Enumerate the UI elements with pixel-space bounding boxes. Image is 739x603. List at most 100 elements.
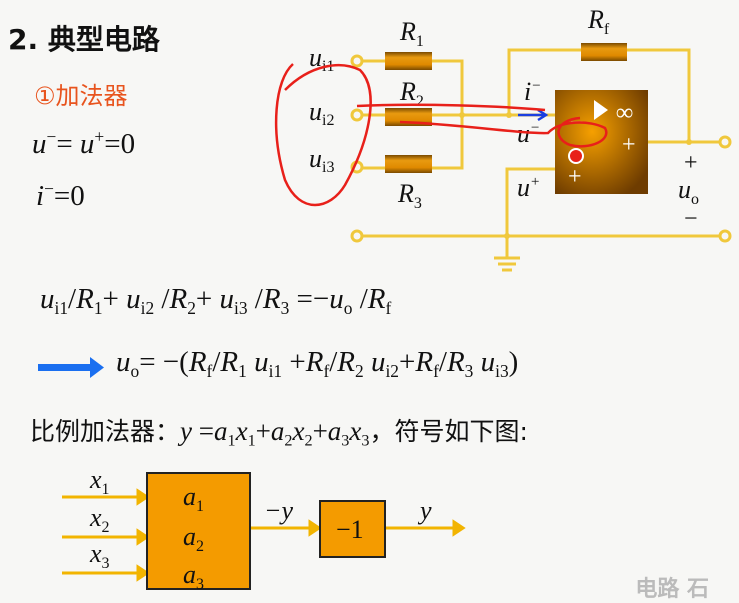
current-arrow-icon xyxy=(518,108,549,122)
opamp-plus-output: + xyxy=(622,132,636,158)
output-minus-label: − xyxy=(684,206,698,232)
resistor-r3 xyxy=(385,155,432,173)
equation-term: R xyxy=(337,346,356,378)
equation-term: = xyxy=(56,128,80,160)
equation-subscript: i1 xyxy=(268,361,283,382)
equation-term: + xyxy=(282,346,306,378)
label-y: y xyxy=(417,496,432,525)
equation-term: + xyxy=(255,416,271,446)
equation-term: R xyxy=(220,346,239,378)
equation-term: / xyxy=(438,346,447,378)
implies-arrow-icon xyxy=(38,357,104,378)
equation-term: x xyxy=(349,416,362,446)
output-equation: uo= −(Rf/R1 ui1 +Rf/R2 ui2+Rf/R3 ui3) xyxy=(116,346,519,382)
equation-term: + xyxy=(102,283,127,315)
equation-supscript: − xyxy=(46,126,57,147)
equation-term: R xyxy=(262,283,281,315)
slide-title: 2. 典型电路 xyxy=(8,23,160,56)
equation-supscript: + xyxy=(94,126,105,147)
proportional-adder-line: 比例加法器：y =a1x1+a2x2+a3x3，符号如下图: xyxy=(30,412,528,450)
opamp-infinity: ∞ xyxy=(616,100,633,126)
red-annotations xyxy=(274,63,608,207)
terminal-ground-in xyxy=(350,229,364,243)
label-u-minus: u− xyxy=(517,119,540,148)
label-x1: x1 xyxy=(89,465,110,498)
opamp-plus-input: + xyxy=(568,164,582,190)
equation-subscript: 2 xyxy=(304,431,313,450)
equation-term: R xyxy=(169,283,188,315)
label-i-minus: i− xyxy=(524,77,541,106)
equation-term: u xyxy=(329,283,344,315)
equation-term: ) xyxy=(508,346,519,378)
equation-subscript: 1 xyxy=(93,298,103,319)
equation-term: = −( xyxy=(139,346,189,378)
label-x2: x2 xyxy=(89,503,110,536)
equation-term: R xyxy=(188,346,207,378)
inverter-block xyxy=(319,500,386,558)
equation-term: u xyxy=(32,128,47,160)
equation-subscript: i3 xyxy=(495,361,509,382)
equation-supscript: − xyxy=(44,178,54,199)
equation-term: + xyxy=(399,346,416,378)
equation-term: =− xyxy=(289,283,330,315)
equation-term: u xyxy=(219,283,235,315)
gain-block xyxy=(146,472,251,590)
equation-term: R xyxy=(446,346,465,378)
equation-term: R xyxy=(305,346,324,378)
equation-term: x xyxy=(292,416,305,446)
equation-subscript: f xyxy=(433,361,439,382)
label-neg-y: −y xyxy=(264,496,294,525)
label-a3: a3 xyxy=(183,560,204,593)
equation-term: / xyxy=(68,283,77,315)
equation-term: / xyxy=(247,283,263,315)
label-ui2: ui2 xyxy=(309,97,334,129)
terminal-ground-out xyxy=(718,229,732,243)
terminal-ui2 xyxy=(350,108,364,122)
equation-term: i xyxy=(36,180,45,212)
label-a2: a2 xyxy=(183,522,204,555)
label-a1: a1 xyxy=(183,482,204,515)
equation-subscript: 2 xyxy=(355,361,364,382)
equation-term: y xyxy=(180,416,192,446)
red-dot-annotation xyxy=(568,148,584,164)
equation-subscript: 1 xyxy=(247,431,256,450)
equation-term: R xyxy=(76,283,94,315)
equation-subscript: i3 xyxy=(234,298,248,319)
watermark: 电路 石 xyxy=(635,577,709,602)
equation-term: a xyxy=(327,416,342,446)
equation-term: a xyxy=(270,416,285,446)
equation-term: u xyxy=(480,346,496,378)
equation-term: + xyxy=(195,283,220,315)
equation-subscript: o xyxy=(343,298,353,319)
equation-term: R xyxy=(415,346,434,378)
equation-term: / xyxy=(212,346,221,378)
equation-subscript: 3 xyxy=(464,361,474,382)
label-r2: R2 xyxy=(399,77,424,110)
section-adder: ①加法器 xyxy=(34,82,128,110)
equation-term: u xyxy=(254,346,269,378)
output-plus-label: + xyxy=(684,150,698,176)
terminal-output xyxy=(718,135,732,149)
equation-subscript: 1 xyxy=(238,361,247,382)
equation-term: / xyxy=(154,283,170,315)
label-r3: R3 xyxy=(397,179,422,212)
equation-subscript: 3 xyxy=(341,431,350,450)
equation-term: / xyxy=(352,283,368,315)
equation-term xyxy=(364,346,371,378)
equation-term: + xyxy=(312,416,328,446)
equation-term: u xyxy=(370,346,386,378)
equation-subscript: f xyxy=(385,298,392,319)
equation-term: a xyxy=(213,416,228,446)
label-x3: x3 xyxy=(89,539,110,572)
equation-term: u xyxy=(116,346,131,378)
equation-term: u xyxy=(126,283,141,315)
kcl-equation: ui1/R1+ ui2 /R2+ ui3 /R3 =−uo /Rf xyxy=(40,283,392,319)
equation-term: R xyxy=(367,283,386,315)
opamp-triangle-icon xyxy=(594,100,608,120)
equation-term: u xyxy=(40,283,55,315)
terminal-ui1 xyxy=(350,54,364,68)
label-r1: R1 xyxy=(399,17,424,50)
inverter-gain: −1 xyxy=(336,515,364,544)
equation-subscript: 3 xyxy=(361,431,370,450)
